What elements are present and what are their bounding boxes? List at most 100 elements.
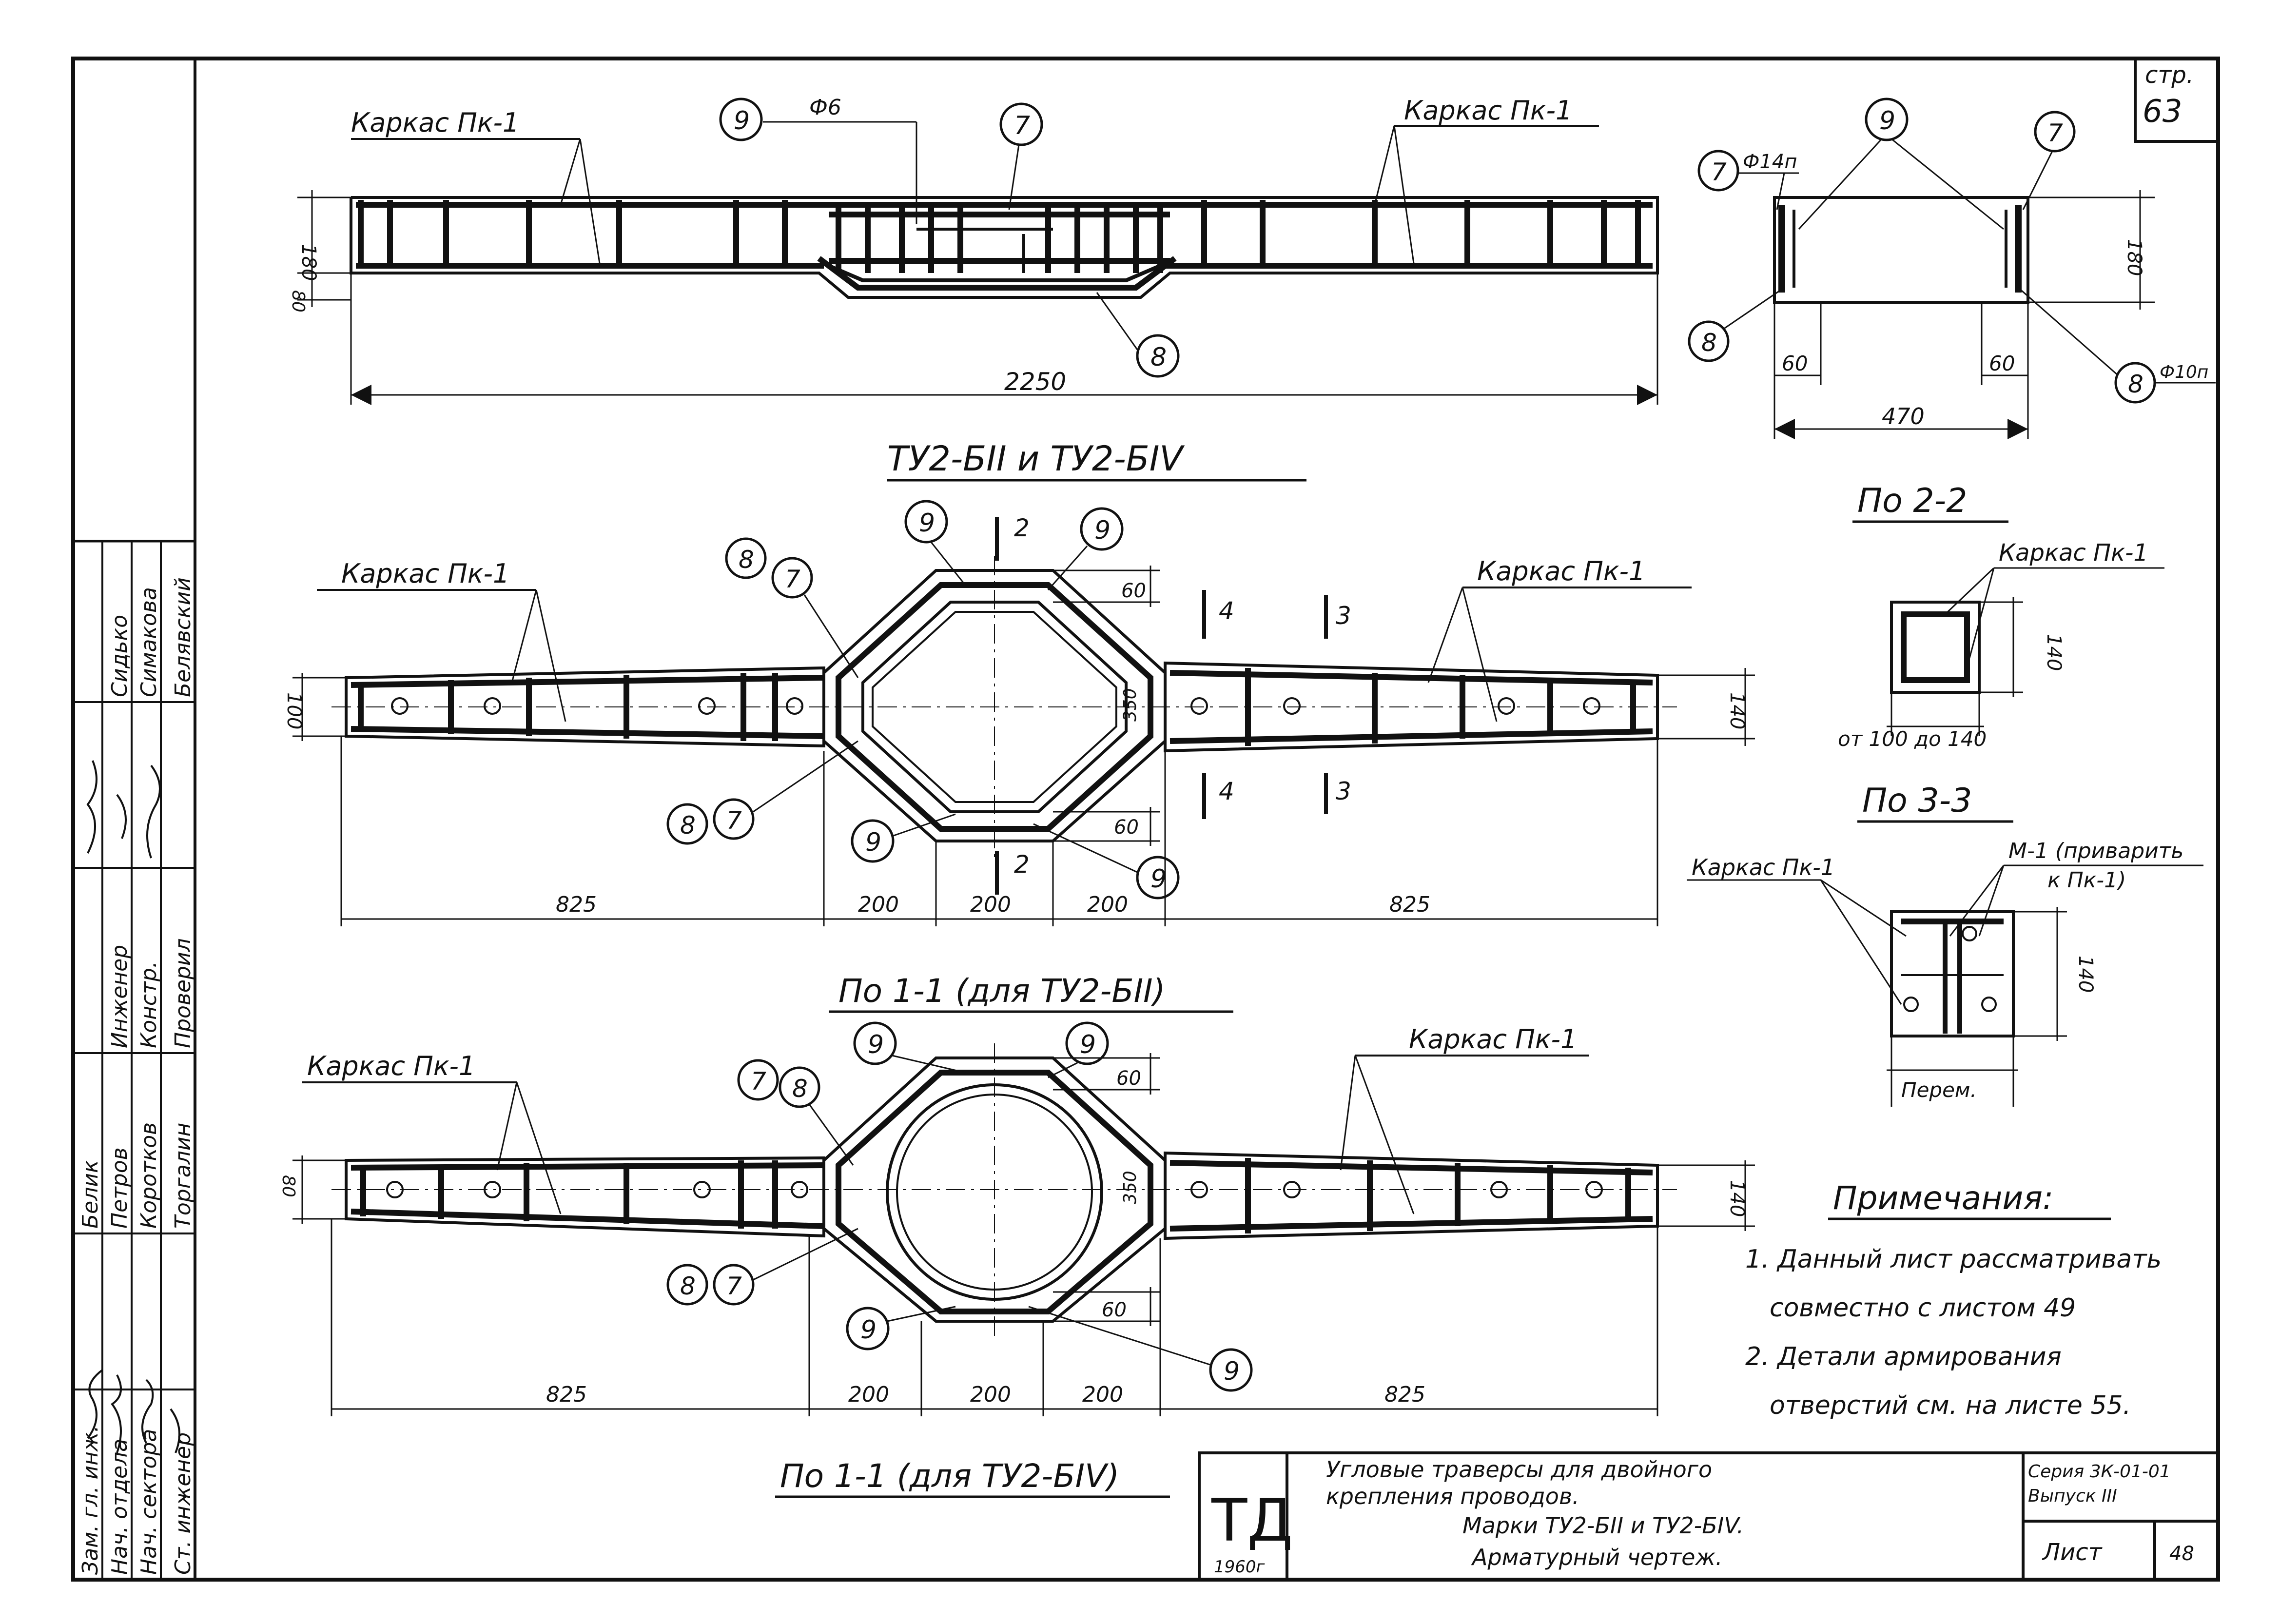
name-6: Симакова bbox=[136, 587, 161, 697]
svg-text:7: 7 bbox=[726, 806, 742, 835]
svg-text:8: 8 bbox=[2128, 370, 2144, 398]
role-3: Нач. сектора bbox=[136, 1429, 161, 1575]
phi14-label: Ф14п bbox=[1743, 151, 1797, 173]
plan-mark-7b bbox=[713, 798, 755, 840]
plan-mark-9c bbox=[851, 819, 895, 863]
plan-main-left-label: Каркас Пк-1 bbox=[341, 558, 509, 589]
mark-7-top bbox=[999, 102, 1043, 146]
plan-dim-60-bottom: 60 bbox=[1114, 816, 1139, 839]
mark-9-sec bbox=[1865, 98, 1909, 141]
svg-text:3: 3 bbox=[1336, 602, 1351, 630]
role-5: Инженер bbox=[107, 945, 132, 1048]
notes-title: Примечания: bbox=[1833, 1179, 2053, 1217]
plan-main: ТУ2-БII и ТУ2-БIV Каркас Пк-1 Каркас Пк-… bbox=[283, 439, 1755, 926]
dim-180: 180 bbox=[297, 244, 320, 281]
svg-text:9: 9 bbox=[734, 106, 750, 136]
plan-11b: По 1-1 (для ТУ2-БIV) bbox=[775, 1457, 1170, 1498]
plan-mark-9b bbox=[1080, 507, 1124, 551]
plan-mark-8a bbox=[725, 537, 767, 579]
detail-22-dim-w: от 100 до 140 bbox=[1838, 727, 1987, 751]
detail-33-title: По 3-3 bbox=[1862, 782, 1972, 820]
phi6-label: Ф6 bbox=[809, 95, 841, 120]
svg-text:9: 9 bbox=[865, 828, 881, 857]
note-line-4: отверстий см. на листе 55. bbox=[1770, 1391, 2131, 1420]
phi10-label: Ф10п bbox=[2160, 362, 2208, 382]
detail-33-label2b: к Пк-1) bbox=[2047, 868, 2126, 893]
series: Серия 3К-01-01 bbox=[2028, 1462, 2171, 1482]
desc-line-4: Арматурный чертеж. bbox=[1471, 1544, 1723, 1570]
sec-dim-60-left: 60 bbox=[1782, 352, 1808, 375]
plan-11-dim-60-bottom: 60 bbox=[1102, 1299, 1127, 1321]
plan-11-dim-140: 140 bbox=[1726, 1180, 1748, 1217]
year: 1960г bbox=[1214, 1557, 1266, 1577]
detail-22-title: По 2-2 bbox=[1857, 482, 1967, 520]
mark-8-sec-left bbox=[1688, 320, 1730, 362]
plan-11-dim-200-a: 200 bbox=[848, 1382, 889, 1407]
plan-11-dim-80: 80 bbox=[278, 1175, 298, 1197]
plan-11-right-label: Каркас Пк-1 bbox=[1409, 1024, 1577, 1055]
plan-dim-350: 350 bbox=[1120, 688, 1140, 722]
svg-text:9: 9 bbox=[868, 1030, 884, 1059]
plan-11-dim-825-right: 825 bbox=[1384, 1382, 1425, 1407]
svg-text:8: 8 bbox=[739, 546, 754, 574]
sec-dim-60-right: 60 bbox=[1989, 352, 2015, 375]
note-line-3: 2. Детали армирования bbox=[1745, 1342, 2062, 1371]
plan-11-mark-8a bbox=[779, 1066, 820, 1108]
svg-text:9: 9 bbox=[860, 1315, 877, 1345]
plan-11-mark-8b bbox=[666, 1264, 708, 1306]
detail-2-2: По 2-2 Каркас Пк-1 140 от 100 до 140 bbox=[1838, 482, 2164, 751]
desc-line-1: Угловые траверсы для двойного bbox=[1326, 1456, 1712, 1483]
title-block: ТД 1960г Угловые траверсы для двойного к… bbox=[1198, 1451, 2220, 1581]
dim-80: 80 bbox=[288, 290, 308, 313]
svg-text:9: 9 bbox=[1080, 1030, 1096, 1059]
page-number: 63 bbox=[2143, 94, 2182, 130]
mark-7-sec-right bbox=[2034, 111, 2076, 153]
svg-text:4: 4 bbox=[1219, 597, 1234, 625]
svg-text:3: 3 bbox=[1336, 777, 1351, 805]
plan-11-dim-200-c: 200 bbox=[1082, 1382, 1123, 1407]
role-4: Ст. инженер bbox=[171, 1432, 195, 1575]
plan-11-title: По 1-1 (для ТУ2-БII) bbox=[838, 972, 1165, 1010]
plan-dim-825-left: 825 bbox=[556, 892, 597, 917]
svg-text:9: 9 bbox=[1224, 1357, 1240, 1386]
cross-section: 180 60 60 470 7 Ф14п 9 7 8 8 Ф10п bbox=[1688, 98, 2216, 439]
svg-text:8: 8 bbox=[680, 811, 696, 840]
plan-11-mark-9d bbox=[1209, 1348, 1253, 1392]
svg-text:9: 9 bbox=[1094, 516, 1111, 545]
plan-dim-200-a: 200 bbox=[858, 892, 899, 917]
top-left-label: Каркас Пк-1 bbox=[351, 107, 519, 138]
plan-mark-7a bbox=[771, 557, 813, 599]
plan-1-1: По 1-1 (для ТУ2-БII) Каркас Пк-1 Каркас … bbox=[278, 972, 1755, 1416]
plan-dim-140: 140 bbox=[1726, 692, 1748, 729]
plan-11-dim-200-b: 200 bbox=[970, 1382, 1011, 1407]
name-3: Коротков bbox=[136, 1122, 161, 1229]
plan-11-dim-350: 350 bbox=[1120, 1171, 1140, 1204]
detail-22-label: Каркас Пк-1 bbox=[1999, 539, 2148, 567]
signatures-lower bbox=[87, 1369, 180, 1453]
svg-text:7: 7 bbox=[751, 1067, 766, 1096]
svg-text:7: 7 bbox=[785, 565, 800, 593]
svg-text:7: 7 bbox=[1014, 111, 1030, 140]
role-1: Зам. гл. инж. bbox=[78, 1425, 103, 1575]
plan-mark-8b bbox=[666, 803, 708, 845]
mark-7-sec-left bbox=[1697, 150, 1739, 192]
top-view: Каркас Пк-1 Каркас Пк-1 bbox=[288, 95, 1659, 405]
svg-text:9: 9 bbox=[1879, 106, 1895, 136]
svg-text:7: 7 bbox=[2047, 119, 2063, 147]
plan-dim-60-top: 60 bbox=[1121, 580, 1146, 602]
dim-2250: 2250 bbox=[1004, 368, 1066, 396]
issue: Выпуск III bbox=[2028, 1486, 2117, 1506]
top-right-label: Каркас Пк-1 bbox=[1404, 95, 1572, 126]
sheet-number: 48 bbox=[2169, 1543, 2194, 1565]
stamp-column: Зам. гл. инж. Нач. отдела Нач. сектора С… bbox=[73, 540, 195, 1580]
svg-text:8: 8 bbox=[792, 1075, 808, 1103]
plan-dim-825-right: 825 bbox=[1389, 892, 1430, 917]
svg-text:2: 2 bbox=[1014, 850, 1030, 879]
plan-mark-9a bbox=[904, 500, 948, 544]
plan-11-mark-9c bbox=[846, 1307, 890, 1350]
plan-11-mark-7b bbox=[713, 1264, 755, 1306]
svg-text:8: 8 bbox=[1150, 343, 1167, 372]
plan-mark-9d bbox=[1136, 856, 1180, 900]
plan-main-right-label: Каркас Пк-1 bbox=[1477, 556, 1645, 587]
mark-8-top bbox=[1136, 334, 1180, 378]
